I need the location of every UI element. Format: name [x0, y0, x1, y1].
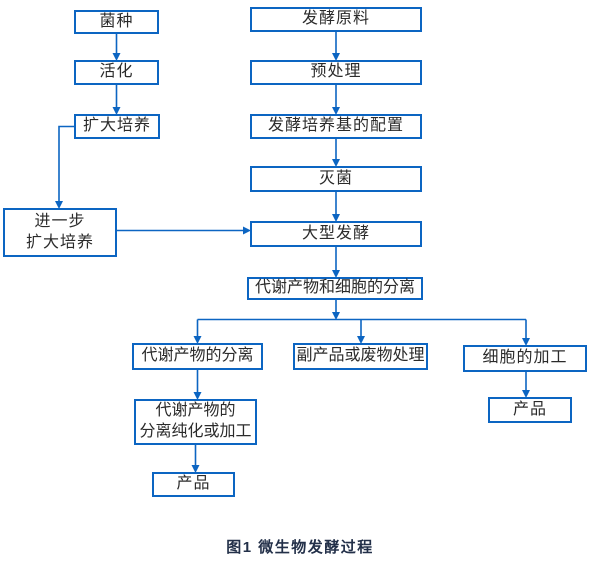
arrow-expand-to-further: [55, 125, 74, 209]
node-byproduct-waste-treatment: 副产品或废物处理: [293, 343, 428, 370]
node-purification-processing: 代谢产物的 分离纯化或加工: [134, 399, 257, 445]
node-product-right: 产品: [488, 397, 572, 423]
node-further-expanded-culture: 进一步 扩大培养: [3, 208, 117, 257]
node-medium-preparation: 发酵培养基的配置: [250, 114, 422, 139]
node-metabolite-cell-separation: 代谢产物和细胞的分离: [247, 277, 423, 300]
node-product-left: 产品: [152, 472, 235, 497]
node-activation: 活化: [74, 60, 159, 85]
node-raw-material: 发酵原料: [250, 7, 422, 32]
node-metabolite-separation: 代谢产物的分离: [132, 343, 263, 370]
node-expanded-culture: 扩大培养: [74, 114, 160, 139]
node-cell-processing: 细胞的加工: [463, 345, 587, 372]
figure-caption: 图1 微生物发酵过程: [226, 539, 374, 556]
node-seed-strain: 菌种: [74, 10, 159, 34]
node-sterilization: 灭菌: [250, 166, 422, 192]
node-large-scale-fermentation: 大型发酵: [250, 221, 422, 247]
node-pretreatment: 预处理: [250, 60, 422, 85]
